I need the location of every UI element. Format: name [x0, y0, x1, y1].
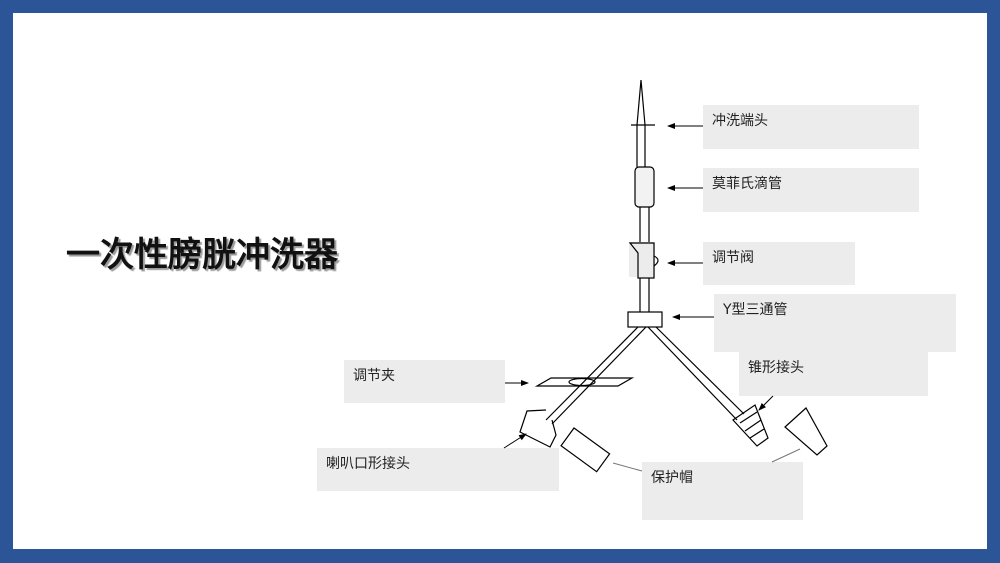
flush-tip-shape [631, 79, 655, 167]
bladder-irrigator-diagram [503, 79, 828, 473]
murphy-drip-shape [634, 166, 655, 208]
leader-cap-right [771, 448, 801, 463]
label-trumpet-connector: 喇叭口形接头 [317, 448, 559, 491]
slide-canvas: 一次性膀胱冲洗器 冲洗端头 莫菲氏滴管 调节阀 Y型三通管 锥形接头 调节夹 喇… [13, 13, 987, 549]
conical-connector-shape [732, 404, 769, 447]
slide-title: 一次性膀胱冲洗器 [66, 235, 338, 275]
arrow-trumpet-connector [503, 433, 527, 449]
arrow-conical-connector [758, 395, 774, 411]
label-murphy-drip: 莫菲氏滴管 [703, 168, 919, 212]
trumpet-connector-shape [519, 409, 557, 448]
leader-cap-left [612, 462, 643, 472]
protective-cap-left [560, 427, 611, 473]
label-protective-cap: 保护帽 [642, 462, 803, 520]
label-y-connector: Y型三通管 [714, 294, 956, 352]
y-connector-shape [627, 311, 663, 328]
regulating-clamp-shape [534, 377, 635, 387]
protective-cap-right [784, 407, 828, 456]
label-conical-connector: 锥形接头 [739, 352, 928, 396]
label-regulating-valve: 调节阀 [703, 242, 855, 285]
regulating-valve-shape [628, 242, 659, 279]
label-flush-tip: 冲洗端头 [703, 105, 919, 149]
label-regulating-clamp: 调节夹 [344, 360, 505, 403]
